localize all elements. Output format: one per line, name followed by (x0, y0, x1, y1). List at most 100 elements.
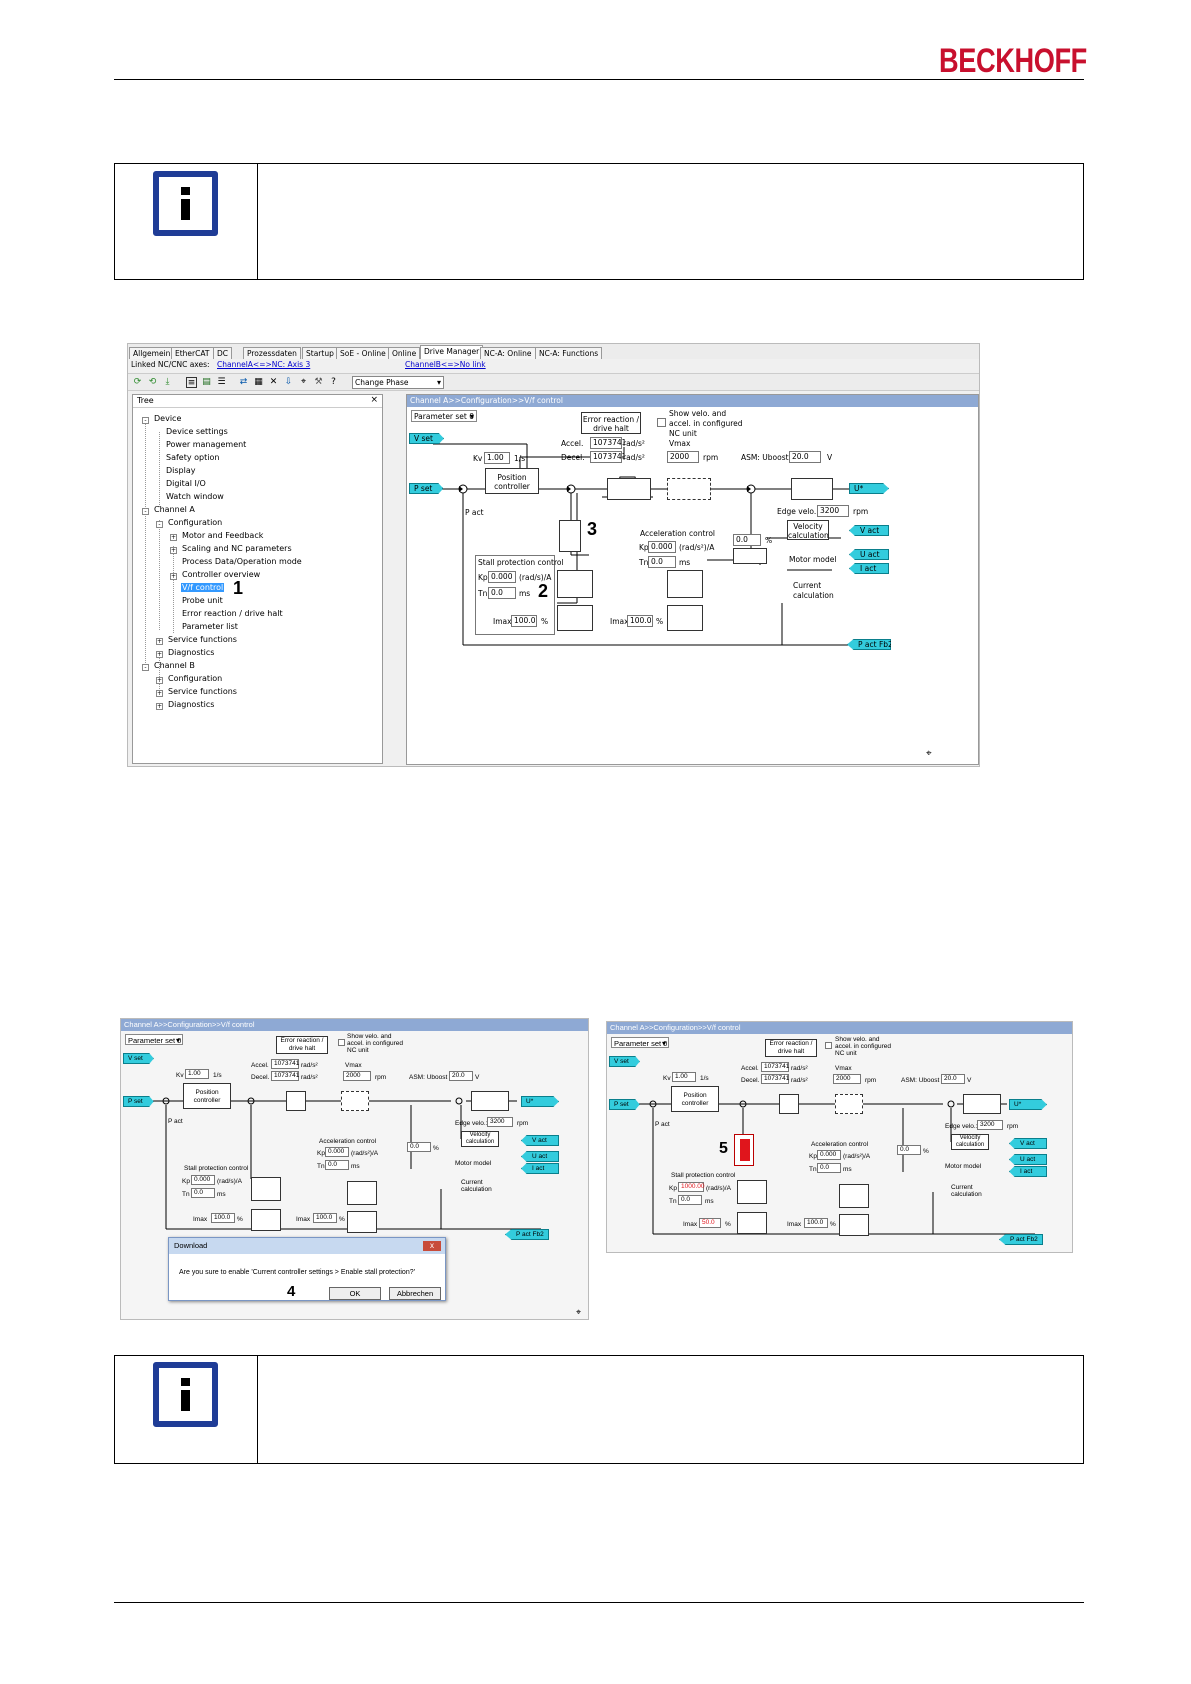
tree-item-channel-b[interactable]: Channel B (154, 661, 195, 670)
tab-prozessdaten[interactable]: Prozessdaten (243, 347, 301, 359)
imax-input-right[interactable]: 50.0 (699, 1218, 721, 1228)
tree-item-service-functions-b[interactable]: Service functions (168, 687, 237, 696)
tree-item-device[interactable]: Device (154, 414, 182, 423)
error-reaction-button-right[interactable]: Error reaction /drive halt (765, 1039, 817, 1057)
change-phase-select[interactable]: Change Phase (352, 376, 444, 389)
imax-input[interactable]: 100.0 (511, 615, 537, 627)
table-view-icon[interactable]: ▤ (202, 377, 211, 387)
collapse-icon[interactable]: - (156, 521, 163, 528)
edge-velo-input[interactable]: 3200 (817, 505, 849, 517)
kv-input-left[interactable]: 1.00 (185, 1069, 209, 1079)
help-icon[interactable]: ? (331, 377, 336, 387)
tab-allgemein[interactable]: Allgemein (129, 347, 175, 359)
expand-icon[interactable]: + (156, 677, 163, 684)
parameter-set-select-left[interactable]: Parameter set 0 (125, 1034, 183, 1046)
grid-icon[interactable]: ▦ (254, 377, 263, 387)
tree-item-vf-control[interactable]: V/f control (181, 583, 225, 592)
percent-input-right[interactable]: 0.0 (897, 1145, 921, 1155)
refresh-icon[interactable]: ⟳ (133, 377, 142, 387)
uboost-input-right[interactable]: 20.0 (941, 1074, 965, 1084)
download-icon[interactable]: ⤓ (165, 377, 170, 387)
sp-tn-input-right[interactable]: 0.0 (678, 1195, 702, 1205)
vmax-input[interactable]: 2000 (667, 451, 699, 463)
import-icon[interactable]: ⇩ (284, 377, 293, 387)
imax2-input-right[interactable]: 100.0 (804, 1218, 828, 1228)
ok-button[interactable]: OK (329, 1287, 381, 1300)
uboost-input-left[interactable]: 20.0 (449, 1071, 473, 1081)
collapse-icon[interactable]: - (142, 508, 149, 515)
tree-item-controller-overview[interactable]: Controller overview (182, 570, 261, 579)
tab-ethercat[interactable]: EtherCAT (171, 347, 214, 359)
tree-view-icon[interactable]: ≡ (186, 377, 197, 388)
percent-input-left[interactable]: 0.0 (407, 1142, 431, 1152)
tools-icon[interactable]: ⚒ (314, 377, 323, 387)
ac-tn-input-left[interactable]: 0.0 (325, 1160, 349, 1170)
expand-icon[interactable]: + (170, 534, 177, 541)
accel-input-right[interactable]: 1073741 (761, 1062, 789, 1072)
tree-item-process-data[interactable]: Process Data/Operation mode (182, 557, 302, 566)
resize-grip-icon[interactable]: ⌖ (576, 1307, 582, 1317)
link-channel-a[interactable]: ChannelA<=>NC: Axis 3 (217, 360, 311, 369)
ac-kp-input[interactable]: 0.000 (648, 541, 676, 553)
tree-item-parameter-list[interactable]: Parameter list (182, 622, 238, 631)
ac-tn-input-right[interactable]: 0.0 (817, 1163, 841, 1173)
imax2-input-left[interactable]: 100.0 (313, 1213, 337, 1223)
tab-nc-a-functions[interactable]: NC-A: Functions (535, 347, 603, 359)
tree-item-configuration[interactable]: Configuration (168, 518, 223, 527)
expand-icon[interactable]: + (156, 651, 163, 658)
show-velo-checkbox-right[interactable] (825, 1042, 832, 1049)
list-view-icon[interactable]: ☰ (217, 377, 226, 387)
decel-input-left[interactable]: 1073741 (271, 1071, 299, 1081)
collapse-icon[interactable]: - (142, 664, 149, 671)
tree-item-configuration-b[interactable]: Configuration (168, 674, 223, 683)
sp-kp-input-right[interactable]: 1000.00 (678, 1182, 705, 1192)
parameter-set-select[interactable]: Parameter set 0 (411, 410, 477, 422)
xml-icon[interactable]: ✕ (269, 377, 278, 387)
expand-icon[interactable]: + (156, 638, 163, 645)
tree-item-diagnostics-b[interactable]: Diagnostics (168, 700, 215, 709)
tree-item-safety-option[interactable]: Safety option (166, 453, 220, 462)
parameter-set-select-right[interactable]: Parameter set 0 (611, 1037, 669, 1049)
dialog-close-icon[interactable]: x (423, 1241, 441, 1251)
kv-input[interactable]: 1.00 (484, 452, 510, 464)
tree-item-digital-io[interactable]: Digital I/O (166, 479, 206, 488)
link-channel-b[interactable]: ChannelB<=>No link (405, 360, 486, 369)
ac-kp-input-left[interactable]: 0.000 (325, 1147, 349, 1157)
tree-item-probe-unit[interactable]: Probe unit (182, 596, 223, 605)
collapse-icon[interactable]: - (142, 417, 149, 424)
kv-input-right[interactable]: 1.00 (672, 1072, 696, 1082)
vmax-input-right[interactable]: 2000 (833, 1074, 861, 1084)
tab-dc[interactable]: DC (213, 347, 233, 359)
show-velo-checkbox[interactable] (657, 418, 666, 427)
tree-item-scaling-nc[interactable]: Scaling and NC parameters (182, 544, 292, 553)
error-reaction-button[interactable]: Error reaction /drive halt (581, 412, 641, 434)
accel-input-left[interactable]: 1073741 (271, 1059, 299, 1069)
accel-input[interactable]: 1073741 (590, 437, 626, 449)
show-velo-checkbox-left[interactable] (338, 1039, 345, 1046)
tree-item-diagnostics[interactable]: Diagnostics (168, 648, 215, 657)
sp-tn-input[interactable]: 0.0 (488, 587, 516, 599)
tree-item-service-functions[interactable]: Service functions (168, 635, 237, 644)
export-icon[interactable]: ⇄ (239, 377, 248, 387)
tab-nc-a-online[interactable]: NC-A: Online (480, 347, 536, 359)
uboost-input[interactable]: 20.0 (789, 451, 821, 463)
tree-item-watch-window[interactable]: Watch window (166, 492, 224, 501)
edge-velo-input-right[interactable]: 3200 (977, 1120, 1003, 1130)
tab-online[interactable]: Online (388, 347, 421, 359)
expand-icon[interactable]: + (170, 547, 177, 554)
sp-kp-input-left[interactable]: 0.000 (191, 1175, 215, 1185)
ac-kp-input-right[interactable]: 0.000 (817, 1150, 841, 1160)
tab-soe-online[interactable]: SoE - Online (336, 347, 390, 359)
scope-icon[interactable]: ⌖ (300, 377, 307, 387)
tab-startup[interactable]: Startup (302, 347, 338, 359)
resize-grip-icon[interactable]: ⌖ (926, 748, 932, 759)
expand-icon[interactable]: + (156, 703, 163, 710)
percent-input[interactable]: 0.0 (733, 534, 761, 546)
tree-item-motor-feedback[interactable]: Motor and Feedback (182, 531, 264, 540)
tree-item-channel-a[interactable]: Channel A (154, 505, 195, 514)
tree-item-power-management[interactable]: Power management (166, 440, 247, 449)
cancel-button[interactable]: Abbrechen (389, 1287, 441, 1300)
tree-item-error-reaction[interactable]: Error reaction / drive halt (182, 609, 283, 618)
tree-item-display[interactable]: Display (166, 466, 196, 475)
tab-drive-manager[interactable]: Drive Manager (420, 345, 484, 359)
